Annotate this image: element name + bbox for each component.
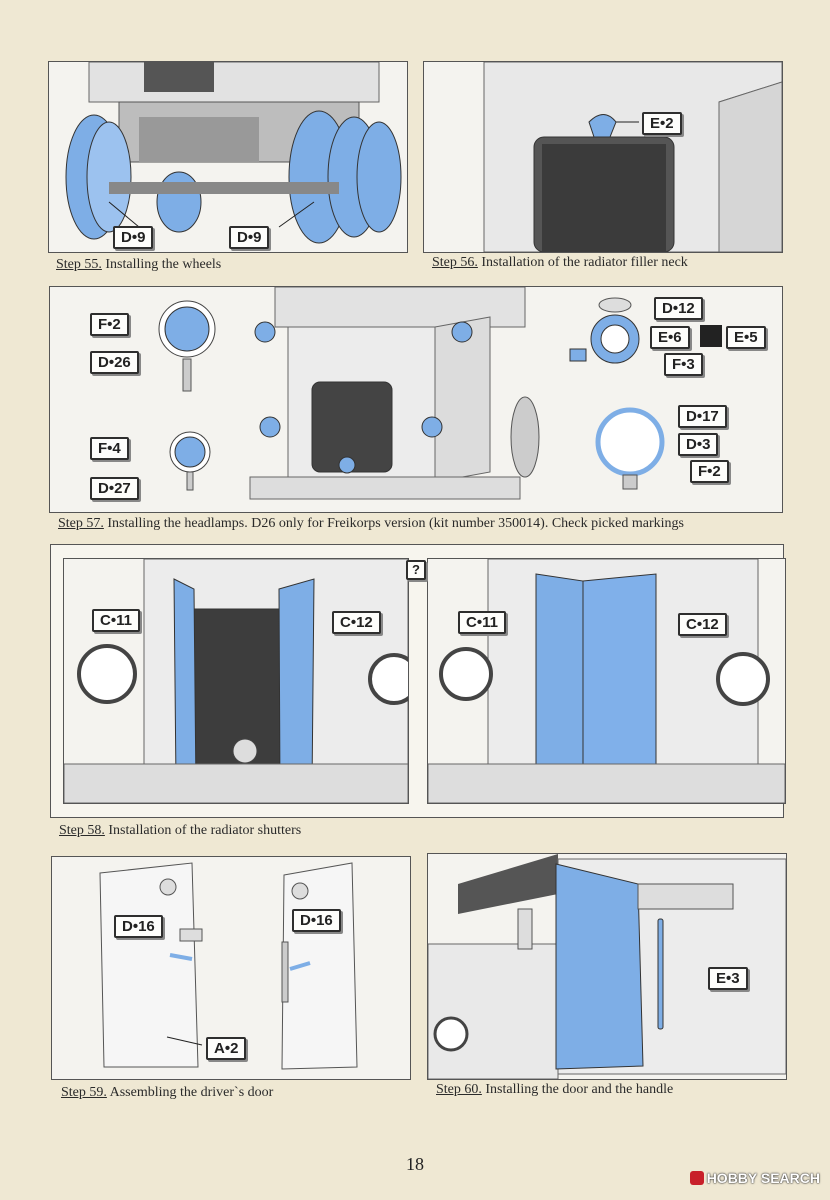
label-d9-left: D•9 [113, 226, 154, 249]
step57-illustration: F•2 D•26 F•4 D•27 D•12 E•6 E•5 F•3 D•17 … [49, 286, 783, 513]
label-c11-left: C•11 [92, 609, 140, 632]
label-f2-right: F•2 [690, 460, 729, 483]
label-f2-top: F•2 [90, 313, 129, 336]
step55-caption: Step 55. Installing the wheels [56, 257, 222, 272]
wheels-drawing [65, 62, 402, 244]
step55-illustration: D•9 D•9 [48, 61, 408, 253]
label-d9-right: D•9 [229, 226, 270, 249]
label-e2: E•2 [642, 112, 682, 135]
label-c11-right: C•11 [458, 611, 506, 634]
radiator-filler-drawing [483, 62, 782, 252]
label-d26: D•26 [90, 351, 139, 374]
headlamps-drawing [158, 287, 722, 500]
warning-question-icon: ? [406, 560, 426, 580]
step60-caption: Step 60. Installing the door and the han… [436, 1082, 674, 1097]
label-d12: D•12 [654, 297, 703, 320]
step56-illustration: E•2 [423, 61, 783, 253]
label-c12-right: C•12 [678, 613, 727, 636]
label-c12-left: C•12 [332, 611, 381, 634]
step58-left-illustration: C•11 C•12 [63, 558, 409, 804]
step59-illustration: D•16 D•16 A•2 [51, 856, 411, 1080]
watermark-logo: HOBBY SEARCH [689, 1170, 820, 1186]
label-e3: E•3 [708, 967, 748, 990]
hobby-search-icon [689, 1171, 704, 1185]
label-e6: E•6 [650, 326, 690, 349]
step58-right-illustration: C•11 C•12 [427, 558, 786, 804]
shutters-open-drawing [64, 559, 408, 803]
label-a2: A•2 [206, 1037, 247, 1060]
door-install-drawing [428, 854, 786, 1079]
label-d16-left: D•16 [114, 915, 163, 938]
label-d16-right: D•16 [292, 909, 341, 932]
label-d17: D•17 [678, 405, 727, 428]
step57-caption: Step 57. Installing the headlamps. D26 o… [58, 516, 685, 531]
page-number: 18 [406, 1154, 424, 1174]
step60-illustration: E•3 [427, 853, 787, 1080]
label-e5: E•5 [726, 326, 766, 349]
label-f3: F•3 [664, 353, 703, 376]
step56-caption: Step 56. Installation of the radiator fi… [432, 255, 688, 270]
label-f4: F•4 [90, 437, 129, 460]
label-d27: D•27 [90, 477, 139, 500]
label-d3: D•3 [678, 433, 719, 456]
step58-caption: Step 58. Installation of the radiator sh… [59, 823, 302, 838]
step59-caption: Step 59. Assembling the driver`s door [61, 1085, 274, 1100]
shutters-closed-drawing [428, 559, 785, 803]
